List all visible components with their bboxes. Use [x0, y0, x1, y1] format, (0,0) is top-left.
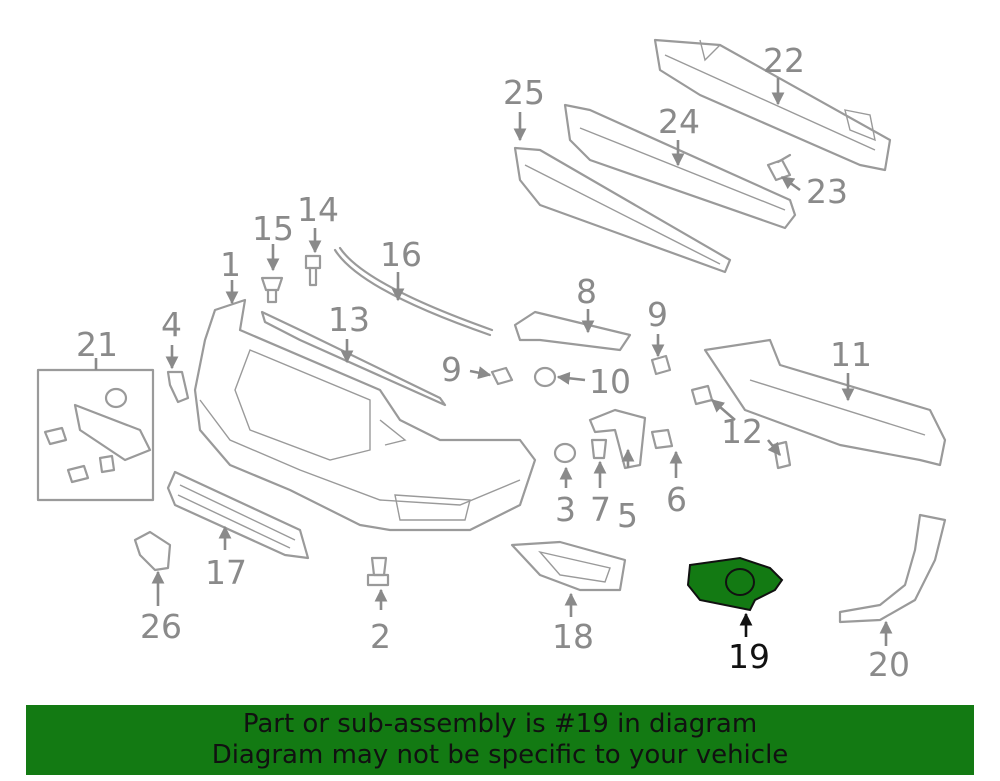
part-6-bolt[interactable] — [650, 428, 674, 450]
label-26: 26 — [140, 607, 182, 646]
label-11: 11 — [830, 335, 872, 374]
label-5: 5 — [617, 496, 638, 535]
label-3: 3 — [555, 490, 576, 529]
part-18-fog-bezel[interactable] — [510, 540, 627, 592]
leader-lines — [94, 78, 893, 646]
label-14: 14 — [297, 190, 339, 229]
part-23-bolt[interactable] — [766, 153, 792, 182]
part-20-side-bracket[interactable] — [838, 513, 947, 624]
part-22-bumper-reinforcement[interactable] — [653, 38, 892, 172]
part-17-lower-grille[interactable] — [166, 470, 310, 560]
label-1: 1 — [220, 245, 241, 284]
part-26-bracket[interactable] — [133, 530, 172, 572]
label-21: 21 — [76, 325, 118, 364]
part-4-clip[interactable] — [166, 370, 190, 404]
label-9-right: 9 — [647, 295, 668, 334]
banner-line-1: Part or sub-assembly is #19 in diagram — [242, 709, 758, 739]
label-24: 24 — [658, 102, 700, 141]
label-9-left: 9 — [441, 350, 462, 389]
label-20: 20 — [868, 645, 910, 684]
part-25-support[interactable] — [513, 146, 732, 274]
part-8-bracket[interactable] — [513, 310, 632, 352]
part-3-clip[interactable] — [553, 442, 577, 464]
part-10-nut[interactable] — [533, 366, 557, 388]
label-16: 16 — [380, 235, 422, 274]
label-7: 7 — [590, 490, 611, 529]
part-13-upper-bracket[interactable] — [260, 310, 447, 407]
part-9-bolt-left[interactable] — [490, 366, 514, 386]
part-1-bumper-cover[interactable] — [193, 298, 537, 532]
label-10: 10 — [589, 362, 631, 401]
label-8: 8 — [576, 272, 597, 311]
part-11-undercover[interactable] — [703, 338, 947, 467]
part-2-bolt[interactable] — [366, 556, 390, 587]
part-21-kit-box[interactable] — [36, 368, 155, 502]
part-9-bolt-right[interactable] — [650, 354, 672, 376]
label-13: 13 — [328, 300, 370, 339]
label-2: 2 — [370, 617, 391, 656]
label-18: 18 — [552, 617, 594, 656]
part-5-bracket[interactable] — [588, 408, 647, 470]
parts-diagram: 1 2 3 4 5 6 7 8 9 9 10 11 12 13 14 15 16… — [36, 38, 947, 684]
part-24-energy-absorber[interactable] — [563, 103, 797, 230]
part-7-bolt[interactable] — [590, 438, 608, 460]
label-6: 6 — [666, 480, 687, 519]
label-25: 25 — [503, 73, 545, 112]
label-4: 4 — [161, 305, 182, 344]
part-16-molding[interactable] — [333, 246, 494, 337]
info-banner: Part or sub-assembly is #19 in diagram D… — [26, 705, 974, 775]
label-12: 12 — [721, 412, 763, 451]
part-14-bolt[interactable] — [304, 254, 322, 287]
label-17: 17 — [205, 553, 247, 592]
label-19: 19 — [728, 637, 770, 676]
banner-line-2: Diagram may not be specific to your vehi… — [211, 740, 789, 770]
part-15-clip[interactable] — [260, 276, 284, 304]
label-22: 22 — [763, 41, 805, 80]
label-15: 15 — [252, 209, 294, 248]
label-23: 23 — [806, 172, 848, 211]
part-19-fog-lamp-highlighted[interactable] — [686, 556, 784, 612]
